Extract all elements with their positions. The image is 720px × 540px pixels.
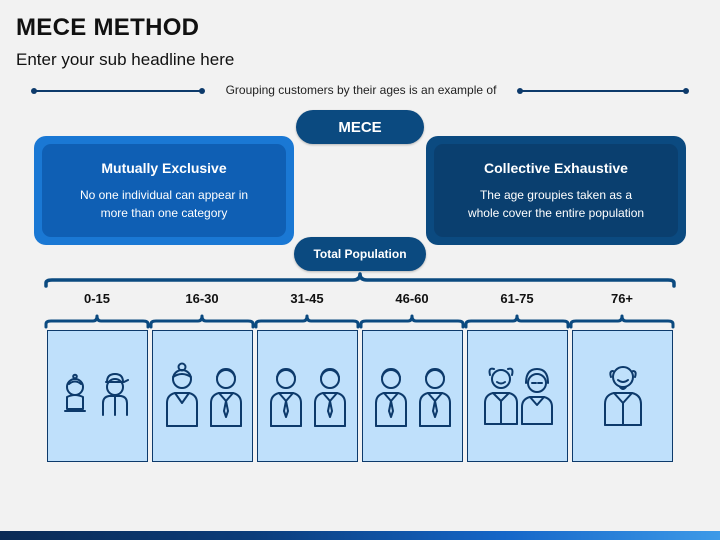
age-brace (464, 314, 570, 329)
man-tie-icon (270, 368, 302, 427)
age-brace (569, 314, 675, 329)
age-brace (359, 314, 465, 329)
age-brace (44, 314, 150, 329)
mece-pill: MECE (296, 110, 424, 144)
age-braces (44, 314, 675, 329)
age-box-31-45 (257, 330, 358, 462)
age-box-46-60 (362, 330, 463, 462)
bald-old-man-icon (604, 366, 642, 426)
footer-bar (0, 531, 720, 540)
age-box-76-plus (572, 330, 673, 462)
card-collective-exhaustive: Collective Exhaustive The age groupies t… (426, 136, 686, 245)
card-heading: Mutually Exclusive (101, 159, 227, 176)
woman-icon (166, 362, 198, 427)
old-man-icon (484, 367, 518, 425)
man-tie-icon (419, 368, 451, 427)
total-population-brace (44, 272, 676, 288)
card-mutually-exclusive: Mutually Exclusive No one individual can… (34, 136, 294, 245)
age-box-0-15 (47, 330, 148, 462)
age-label-16-30: 16-30 (185, 291, 219, 306)
man-tie-icon (375, 368, 407, 427)
man-tie-icon (314, 368, 346, 427)
age-label-61-75: 61-75 (500, 291, 534, 306)
intro-text: Grouping customers by their ages is an e… (225, 83, 497, 97)
age-brace (254, 314, 360, 329)
page-title: MECE METHOD (16, 14, 200, 41)
age-box-61-75 (467, 330, 568, 462)
card-body: No one individual can appear in more tha… (79, 187, 249, 220)
age-brace (149, 314, 255, 329)
divider-left (31, 88, 205, 94)
age-label-0-15: 0-15 (83, 291, 111, 306)
age-box-16-30 (152, 330, 253, 462)
divider-right (517, 88, 689, 94)
man-tie-icon (210, 368, 242, 427)
age-label-46-60: 46-60 (395, 291, 429, 306)
age-label-76-plus: 76+ (610, 291, 634, 306)
total-population-pill: Total Population (294, 237, 426, 271)
old-woman-icon (521, 368, 553, 425)
boy-cap-icon (102, 373, 129, 416)
age-label-31-45: 31-45 (290, 291, 324, 306)
card-body: The age groupies taken as a whole cover … (467, 187, 645, 220)
card-heading: Collective Exhaustive (484, 159, 628, 176)
page-subtitle: Enter your sub headline here (16, 50, 235, 69)
baby-icon (64, 373, 86, 412)
